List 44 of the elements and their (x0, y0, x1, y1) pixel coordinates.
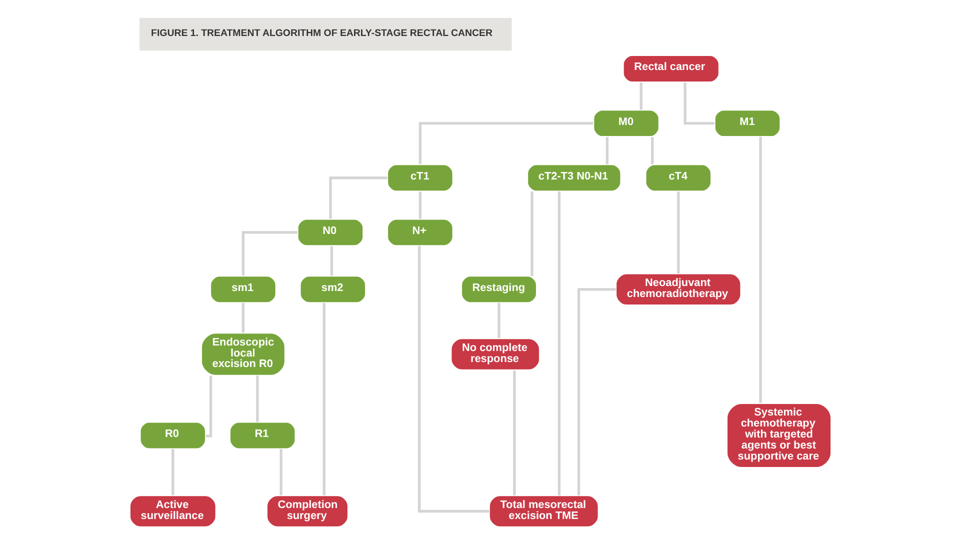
node-box: Completion surgery (266, 494, 348, 528)
connector (328, 176, 387, 219)
node-box: Neoadjuvant chemoradiotherapy (614, 273, 741, 306)
connector (322, 302, 325, 496)
node-box: Rectal cancer (622, 54, 720, 83)
connector (497, 302, 500, 338)
connector (639, 82, 642, 110)
connector (650, 137, 654, 164)
connector (676, 192, 680, 274)
connector (605, 137, 608, 164)
node-box: sm2 (299, 275, 366, 304)
node-box: No complete response (450, 338, 540, 371)
connector (171, 449, 174, 496)
connector (241, 231, 297, 276)
node-box: Restaging (460, 275, 537, 304)
connector (417, 246, 489, 513)
node-box: M1 (714, 109, 780, 138)
node-box: Endoscopic local excision R0 (200, 332, 286, 376)
connector (530, 192, 533, 276)
connector (418, 122, 593, 164)
connector (512, 370, 516, 496)
connector (576, 288, 616, 496)
connector (241, 302, 244, 333)
diagram-title: FIGURE 1. TREATMENT ALGORITHM OF EARLY-STAGE RECTAL CANCER (150, 28, 492, 39)
connector (683, 82, 714, 125)
connector (330, 246, 333, 276)
node-box: Active surveillance (128, 494, 216, 528)
node-box: R1 (228, 422, 296, 450)
node-box: cT4 (644, 164, 712, 192)
node-box: N0 (296, 218, 364, 246)
connector (205, 376, 212, 438)
node-box: Total mesorectal excision TME (488, 494, 598, 528)
connector (256, 376, 258, 422)
node-box: M0 (592, 109, 660, 138)
node-box: Systemic chemotherapy with targeted agents or best supportive care (726, 402, 832, 468)
node-box: cT1 (386, 164, 454, 192)
connector (418, 192, 422, 219)
connector (279, 449, 282, 496)
connector (758, 136, 762, 404)
node-box: N+ (386, 218, 454, 246)
node-box: R0 (139, 422, 206, 450)
connector (557, 191, 560, 496)
node-box: cT2-T3 N0-N1 (526, 164, 621, 192)
node-box: sm1 (209, 275, 276, 304)
